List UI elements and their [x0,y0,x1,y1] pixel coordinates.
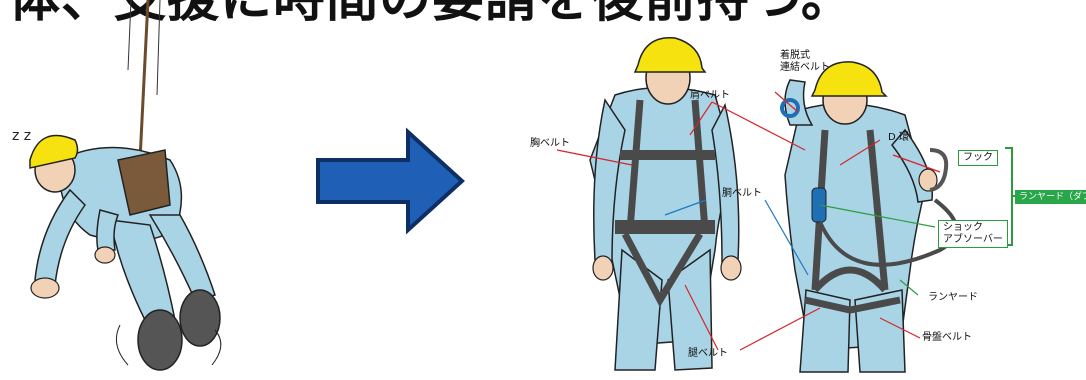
label-thigh-belt: 腿ベルト [688,348,728,360]
fallen-worker-illustration: z z [12,0,221,370]
label-lanyard-double: ランヤード（ダブル） [1015,190,1086,204]
label-shoulder-belt: 肩ベルト [690,90,730,102]
label-pelvic-belt: 骨盤ベルト [922,332,972,344]
label-shock-absorber-line2: アブソーバー [943,234,1003,246]
label-lanyard: ランヤード [928,292,978,304]
label-detachable-belt-line2: 連結ベルト [780,62,830,74]
label-d-ring: D 環 [888,132,909,144]
label-waist-belt: 胴ベルト [722,188,762,200]
label-shock-absorber-line1: ショック [943,222,1003,234]
harness-worker-front [590,38,741,370]
harness-worker-back [782,62,956,372]
svg-text:z z: z z [12,128,31,144]
label-chest-belt: 胸ベルト [530,138,570,150]
label-shock-absorber: ショック アブソーバー [938,220,1008,248]
label-hook: フック [958,150,998,166]
transition-arrow [318,132,462,230]
label-detachable-belt-line1: 着脱式 [780,50,810,62]
